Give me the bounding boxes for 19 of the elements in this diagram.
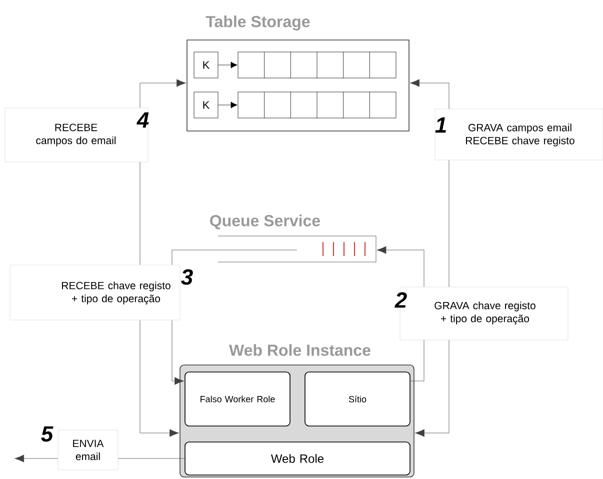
key-box: K — [194, 52, 218, 78]
step-number: 5 — [41, 426, 54, 442]
role-box: Falso Worker Role — [184, 372, 290, 426]
role-box: Sítio — [304, 372, 410, 426]
edge-label: ENVIA email — [58, 430, 118, 470]
step-number: 2 — [394, 292, 407, 308]
record-row — [238, 92, 396, 118]
arrow — [218, 62, 238, 68]
step-number: 3 — [181, 269, 193, 285]
record-row — [238, 52, 396, 78]
edge-label: RECEBE chave registo + tipo de operação — [10, 264, 180, 320]
heading: Table Storage — [206, 16, 310, 30]
step-number: 4 — [136, 112, 149, 128]
heading: Web Role Instance — [229, 344, 370, 356]
step-number: 1 — [435, 117, 446, 133]
heading: Queue Service — [210, 214, 320, 230]
key-box: K — [194, 92, 218, 118]
arrow — [218, 102, 238, 108]
role-box: Web Role — [184, 442, 410, 476]
